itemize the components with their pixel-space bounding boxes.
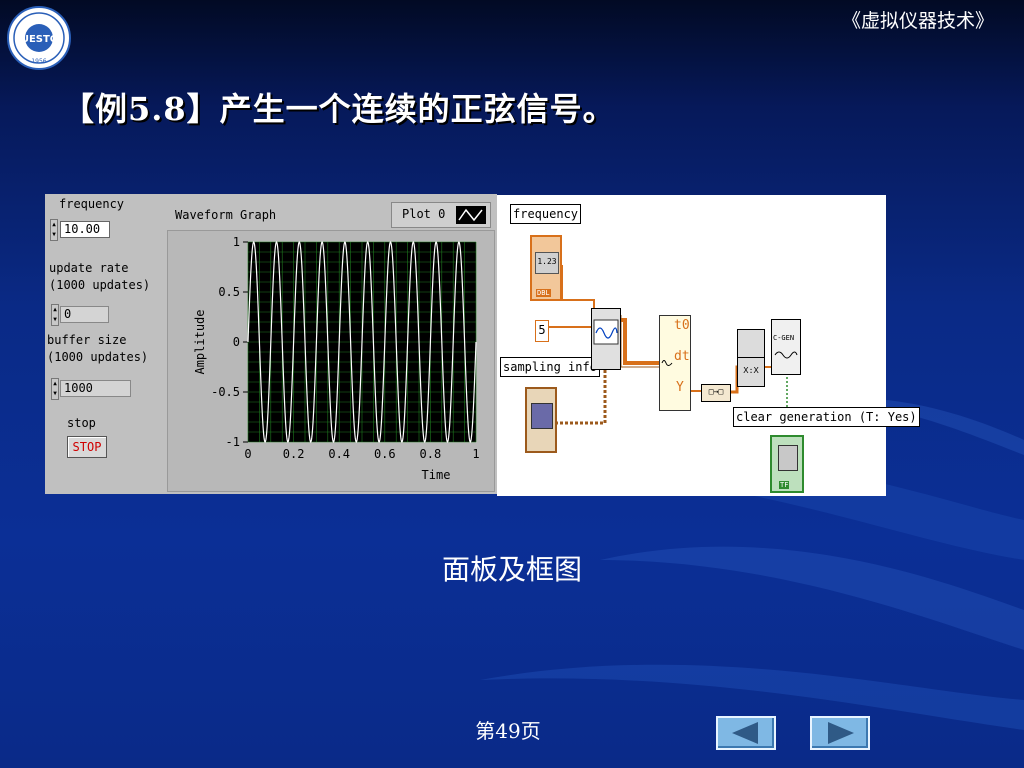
frequency-input[interactable]: 10.00: [60, 221, 110, 238]
sampling-info-terminal[interactable]: [525, 387, 557, 453]
cluster-icon: [531, 403, 553, 429]
boolean-switch-icon: [778, 445, 798, 471]
frequency-terminal-value: 1.23: [535, 252, 559, 274]
x-axis-label: Time: [422, 468, 451, 482]
plot-line-icon: [456, 206, 486, 224]
array-node[interactable]: [737, 329, 765, 359]
y-tick-label: 1: [233, 235, 240, 249]
next-slide-button[interactable]: [810, 716, 870, 750]
svg-text:1956: 1956: [31, 58, 46, 65]
update-rate-label: update rate (1000 updates): [49, 261, 151, 292]
frequency-label: frequency: [59, 197, 125, 211]
plot-ticks: 0 0.2 0.4 0.6 0.8 1 1 0.5 0 -0.5 -1: [211, 235, 480, 461]
course-title: 《虚拟仪器技术》: [841, 10, 994, 32]
uestc-logo-icon: UESTC 1956: [7, 6, 71, 70]
x-tick-label: 0: [244, 447, 251, 461]
svg-text:UESTC: UESTC: [21, 34, 57, 45]
dt-output: dt: [674, 349, 690, 364]
prev-slide-button[interactable]: [716, 716, 776, 750]
y-tick-label: 0.5: [218, 285, 240, 299]
tf-type: TF: [779, 481, 790, 489]
plot-legend-label: Plot 0: [402, 207, 446, 221]
x-tick-label: 0.2: [283, 447, 305, 461]
cgen-wave-icon: [774, 351, 798, 359]
update-rate-input[interactable]: 0: [60, 306, 109, 323]
numeric-constant[interactable]: 5: [535, 320, 549, 342]
y-tick-label: 0: [233, 335, 240, 349]
cgen-vi[interactable]: C-GEN: [771, 319, 801, 375]
triangle-left-icon: [732, 722, 758, 744]
uestc-logo: UESTC 1956: [6, 5, 72, 71]
frequency-terminal[interactable]: 1.23 DBL: [530, 235, 562, 301]
stop-label: stop: [67, 416, 96, 430]
frequency-terminal-type: DBL: [536, 289, 551, 297]
clear-generation-terminal[interactable]: TF: [770, 435, 804, 493]
waveform-graph: 0 0.2 0.4 0.6 0.8 1 1 0.5 0 -0.5 -1 Time Amplitude: [167, 230, 495, 492]
plot-grid: [247, 241, 477, 443]
update-rate-spinner[interactable]: ▲▼: [51, 304, 59, 326]
graph-title: Waveform Graph: [175, 208, 277, 222]
block-diagram: frequency 1.23 DBL 5 sampling info t0 dt…: [497, 195, 920, 496]
buffer-size-input[interactable]: 1000: [60, 380, 131, 397]
x-tick-label: 0.8: [420, 447, 442, 461]
clear-generation-tag: clear generation (T: Yes): [733, 407, 920, 427]
y-tick-label: -1: [226, 435, 240, 449]
stop-button[interactable]: STOP: [67, 436, 107, 458]
sine-wave-icon: [593, 319, 619, 345]
frequency-tag: frequency: [510, 204, 582, 224]
front-panel: frequency ▲▼ 10.00 update rate (1000 upd…: [45, 194, 497, 494]
y-axis-label: Amplitude: [193, 309, 207, 374]
cgen-label: C-GEN: [773, 334, 795, 342]
buffer-size-spinner[interactable]: ▲▼: [51, 378, 59, 400]
t0-output: t0: [674, 318, 690, 333]
plot-legend[interactable]: Plot 0: [391, 202, 491, 228]
index-node[interactable]: Ⅹ:Ⅹ: [737, 357, 765, 387]
slide-heading: 【例5.8】产生一个连续的正弦信号。: [62, 90, 616, 128]
buffer-size-label: buffer size (1000 updates): [47, 333, 149, 364]
sine-trace: [247, 241, 477, 443]
y-tick-label: -0.5: [211, 385, 240, 399]
frequency-spinner[interactable]: ▲▼: [50, 219, 58, 241]
get-waveform-components[interactable]: t0 dt Y: [659, 315, 691, 411]
x-tick-label: 1: [472, 447, 479, 461]
triangle-right-icon: [828, 722, 854, 744]
x-tick-label: 0.6: [374, 447, 396, 461]
convert-node[interactable]: □→□: [701, 384, 731, 402]
page-number: 第49页: [475, 719, 541, 743]
waveform-input-icon: [661, 360, 673, 366]
figure-caption: 面板及框图: [441, 553, 582, 586]
x-tick-label: 0.4: [328, 447, 350, 461]
sampling-info-tag: sampling info: [500, 357, 600, 377]
sine-waveform-vi[interactable]: [591, 308, 621, 370]
waveform-plot: 0 0.2 0.4 0.6 0.8 1 1 0.5 0 -0.5 -1 Time Amplitude: [193, 235, 480, 482]
y-output: Y: [676, 380, 684, 395]
